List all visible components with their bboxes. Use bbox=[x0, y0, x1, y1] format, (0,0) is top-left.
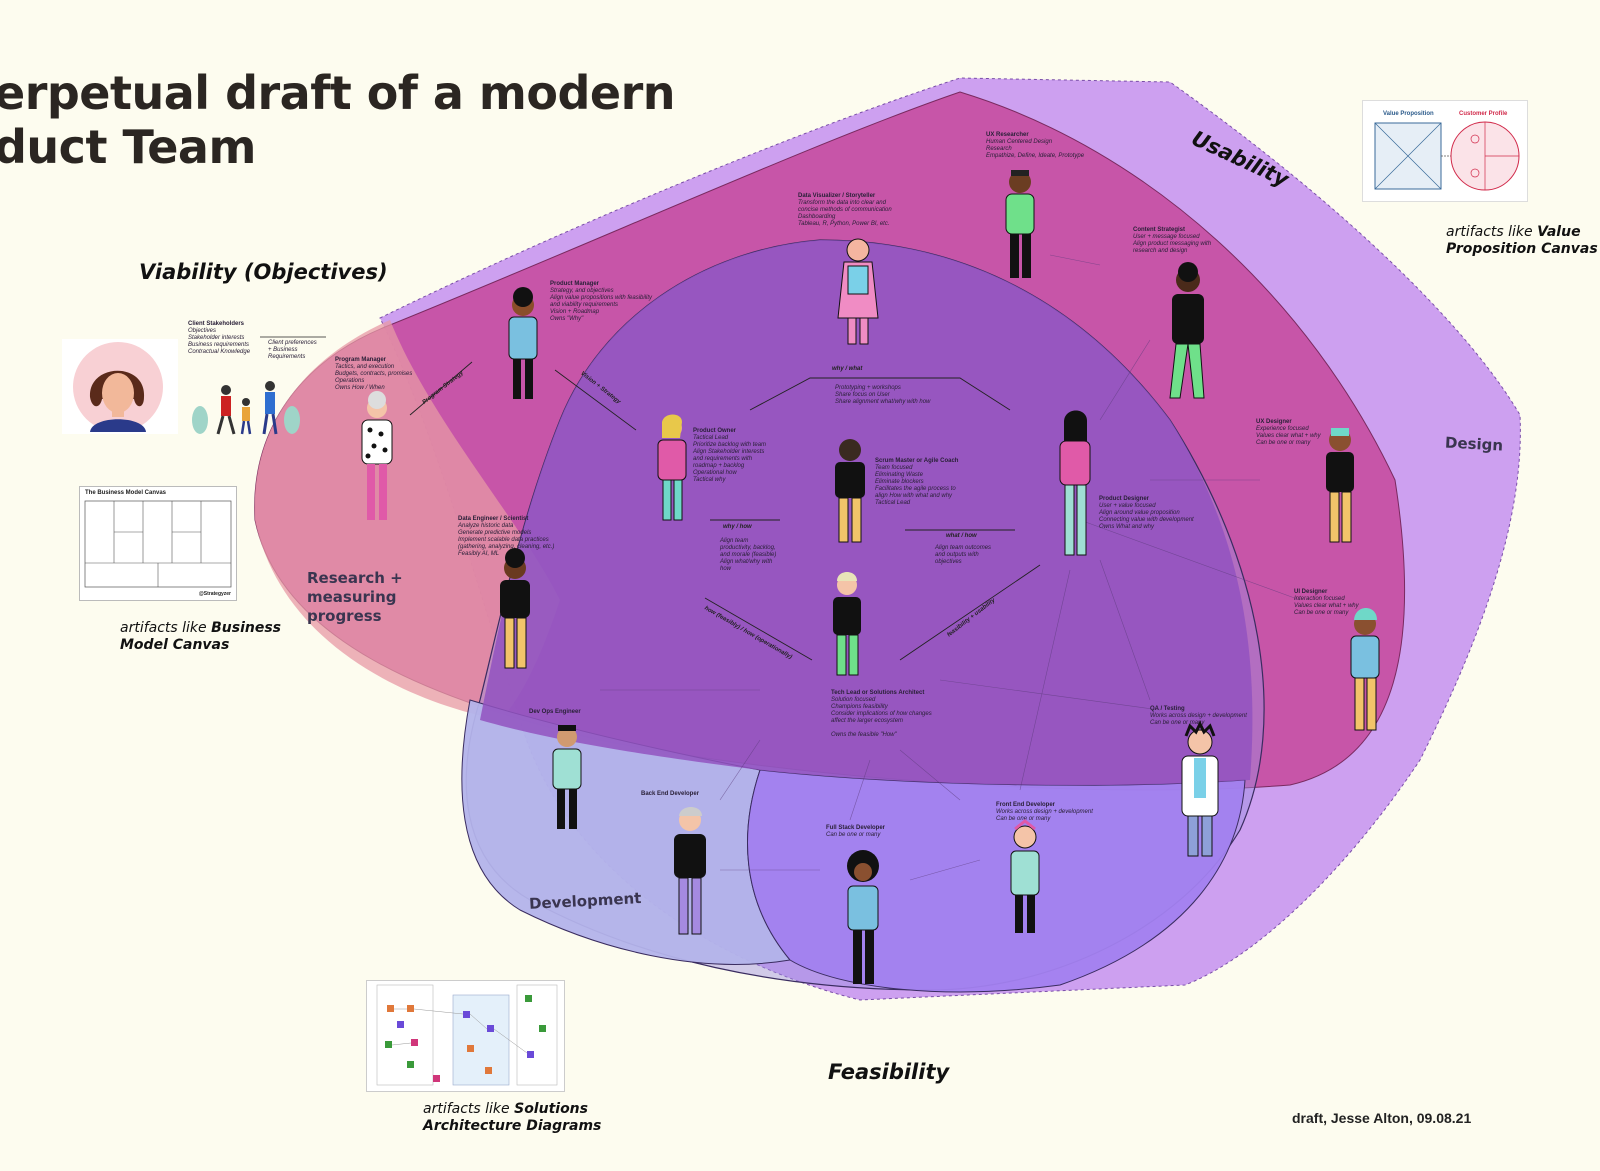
bmc-credit: @Strategyzer bbox=[198, 591, 231, 597]
bmc-card: The Business Model Canvas @Strategyzer bbox=[79, 486, 237, 601]
vpc-caption: artifacts like Value Proposition Canvas bbox=[1446, 224, 1598, 257]
center-overlap bbox=[480, 240, 1253, 786]
client-stakeholders: Client Stakeholders Objectives Stakehold… bbox=[188, 321, 251, 355]
design-label: Design bbox=[1444, 433, 1504, 455]
client-arrow bbox=[260, 336, 326, 338]
role-devops: Dev Ops Engineer bbox=[529, 709, 581, 715]
sad-card bbox=[366, 980, 565, 1092]
vpc-right-label: Customer Profile bbox=[1459, 111, 1508, 117]
conn-what-how: what / how bbox=[946, 533, 977, 539]
page-title: erpetual draft of a modern duct Team bbox=[0, 66, 676, 174]
conn-what-how-desc: Align team outcomes and outputs with obj… bbox=[935, 545, 992, 565]
bmc-grid bbox=[84, 500, 232, 588]
client-avatar-card bbox=[62, 339, 178, 434]
role-backend: Back End Developer bbox=[641, 791, 700, 797]
research-area bbox=[254, 320, 561, 720]
viability-label: Viability (Objectives) bbox=[139, 260, 388, 284]
client-avatar bbox=[73, 342, 163, 432]
vpc-card: Value Proposition Customer Profile bbox=[1362, 100, 1528, 202]
page-title-line2: duct Team bbox=[0, 120, 256, 174]
feasibility-label: Feasibility bbox=[828, 1060, 950, 1084]
draft-credit: draft, Jesse Alton, 09.08.21 bbox=[1292, 1110, 1472, 1126]
vpc-diagram bbox=[1374, 121, 1520, 191]
research-label: Research + measuring progress bbox=[307, 569, 403, 625]
vpc-left-label: Value Proposition bbox=[1383, 111, 1434, 117]
sad-caption: artifacts like Solutions Architecture Di… bbox=[423, 1101, 602, 1134]
conn-why-how-desc: Align team productivity, backlog, and mo… bbox=[720, 538, 777, 572]
conn-why-what-desc: Prototyping + workshops Share focus on U… bbox=[835, 385, 931, 405]
conn-why-what: why / what bbox=[832, 366, 863, 372]
sad-diagram bbox=[376, 984, 558, 1086]
bmc-card-title: The Business Model Canvas bbox=[85, 490, 167, 496]
bmc-caption: artifacts like Business Model Canvas bbox=[120, 620, 282, 653]
client-team-illustration bbox=[192, 381, 300, 435]
conn-why-how: why / how bbox=[723, 524, 752, 530]
client-preferences-note: Client preferences + Business Requiremen… bbox=[268, 340, 317, 360]
page-title-line1: erpetual draft of a modern bbox=[0, 66, 676, 120]
